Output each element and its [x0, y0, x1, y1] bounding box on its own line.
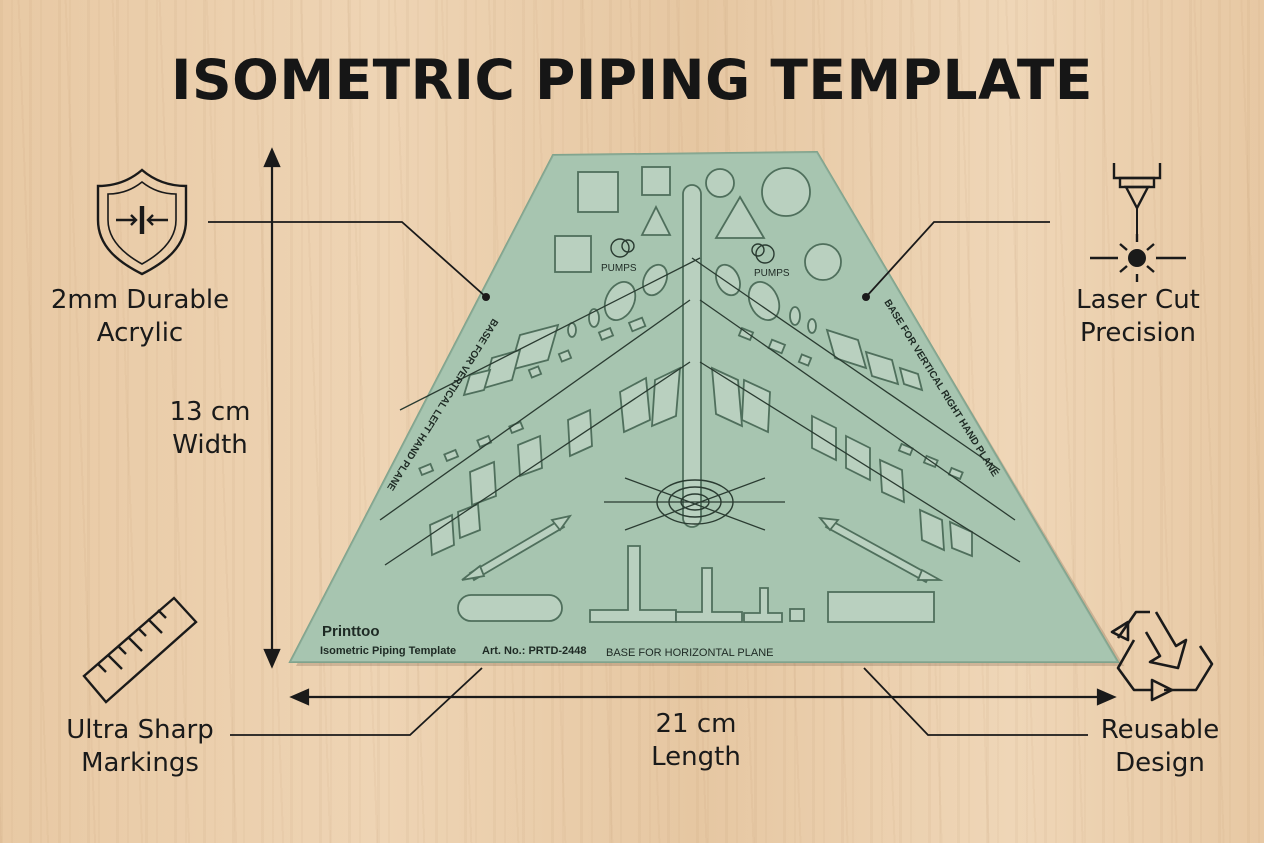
feature-markings-line1: Ultra Sharp — [66, 715, 214, 745]
laser-point — [1128, 249, 1146, 267]
ruler-icon — [82, 596, 198, 704]
width-dimension-caption: Width — [172, 430, 248, 460]
feature-laser-line1: Laser Cut — [1076, 285, 1200, 315]
template-pumps-left: PUMPS — [601, 263, 637, 274]
recycle-icon — [1110, 610, 1214, 702]
callout-lines — [208, 221, 1088, 736]
template-base-right: BASE FOR VERTICAL RIGHT HAND PLANE — [881, 298, 1000, 479]
feature-laser-label: Laser Cut Precision — [1038, 284, 1238, 350]
feature-acrylic-label: 2mm Durable Acrylic — [40, 284, 240, 350]
length-dimension-value: 21 cm — [655, 709, 737, 739]
shield-icon — [96, 168, 188, 276]
template-base-horizontal: BASE FOR HORIZONTAL PLANE — [606, 647, 773, 659]
length-dimension-caption: Length — [651, 742, 741, 772]
callout-dots — [482, 293, 870, 301]
feature-acrylic-line1: 2mm Durable — [50, 285, 230, 315]
acrylic-template — [288, 150, 1120, 663]
feature-reusable-line2: Design — [1115, 748, 1205, 778]
target-circles — [656, 479, 734, 525]
feature-reusable-line1: Reusable — [1100, 715, 1220, 745]
template-base-left: BASE FOR VERTICAL LEFT HAND PLANE — [384, 316, 500, 492]
template-pumps-right: PUMPS — [754, 268, 790, 279]
laser-icon — [1090, 163, 1186, 282]
template-art-no: Art. No.: PRTD-2448 — [482, 645, 587, 657]
template-brand: Printtoo — [322, 623, 380, 640]
feature-laser-line2: Precision — [1079, 318, 1196, 348]
length-dimension-label: 21 cm Length — [616, 708, 776, 774]
template-product: Isometric Piping Template — [320, 645, 456, 657]
pump-symbols — [610, 238, 775, 264]
template-cutouts — [418, 166, 973, 623]
dimension-lines — [263, 147, 1117, 706]
page-title: ISOMETRIC PIPING TEMPLATE — [171, 48, 1093, 112]
template-guide-lines — [379, 257, 1021, 566]
width-dimension-label: 13 cm Width — [150, 396, 270, 462]
feature-reusable-label: Reusable Design — [1060, 714, 1260, 780]
feature-acrylic-line2: Acrylic — [96, 318, 184, 348]
width-dimension-value: 13 cm — [169, 397, 251, 427]
feature-markings-label: Ultra Sharp Markings — [40, 714, 240, 780]
feature-markings-line2: Markings — [81, 748, 199, 778]
